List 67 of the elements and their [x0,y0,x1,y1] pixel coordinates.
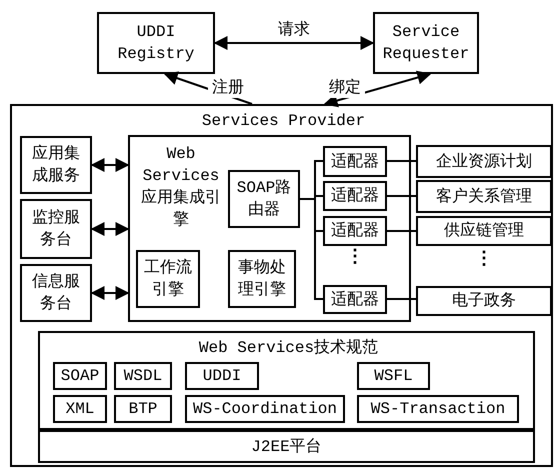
component-box [416,145,552,178]
box-label: 应用集成服务 [31,144,81,187]
component-box [323,146,387,177]
component-box [228,170,300,228]
box-label: WS-Coordination [192,399,338,420]
arrow [214,36,374,50]
box-heading: Web Services应用集成引擎 [140,144,222,231]
component-box [114,362,172,390]
box-label: Service Requester [382,22,470,65]
box-heading: Web Services技术规范 [198,338,380,359]
connector-line [387,298,416,300]
component-box [323,216,387,246]
box-label: 适配器 [330,186,380,207]
box-label: 客户关系管理 [435,186,533,208]
box-label: 供应链管理 [443,220,525,242]
component-box [114,395,172,423]
box-label: 工作流引擎 [143,258,193,301]
box-label: UDDI [202,366,242,387]
box-heading: Services Provider [200,111,366,132]
component-box [416,286,552,316]
connector-line [387,195,416,197]
box-label: WSDL [122,366,164,387]
container-box [38,331,535,430]
box-label: 监控服务台 [31,208,81,251]
box-label: SOAP路由器 [236,178,292,221]
component-box [323,181,387,211]
box-label: 信息服务台 [31,272,81,315]
box-label: 电子政务 [451,290,517,312]
box-label: 事物处理引擎 [237,258,287,301]
arrow [90,222,130,236]
container-box [10,104,553,467]
box-label: 适配器 [330,290,380,310]
box-label: J2EE平台 [250,436,323,458]
component-box [20,264,92,322]
component-box [20,136,92,194]
box-label: UDDI Registry [116,22,196,65]
arrow [90,158,130,172]
component-box [416,216,552,246]
component-box [323,285,387,314]
component-box [185,362,259,390]
ellipsis-mark: ⋮ [475,250,493,270]
connector-line [300,198,323,300]
connector-line [387,230,416,232]
arrow [90,286,130,300]
box-label: WS-Transaction [370,399,506,420]
component-box [38,430,535,463]
component-box [185,395,345,423]
component-box [136,250,200,308]
component-box [416,180,552,213]
component-box [357,395,519,423]
box-label: WSFL [373,366,414,387]
box-label: 企业资源计划 [435,152,533,172]
connector-line [387,160,416,162]
container-box [128,135,411,322]
box-label: 适配器 [330,152,380,172]
box-label: SOAP [60,366,100,387]
component-box [20,199,92,259]
component-box [357,362,430,390]
component-box [373,12,479,74]
box-label: BTP [128,399,158,420]
box-label: 适配器 [330,220,380,242]
component-box [53,395,107,423]
component-box [53,362,107,390]
component-box [228,250,296,308]
component-box [97,12,215,74]
box-label: XML [64,399,96,420]
ellipsis-mark: ⋮ [346,248,364,268]
